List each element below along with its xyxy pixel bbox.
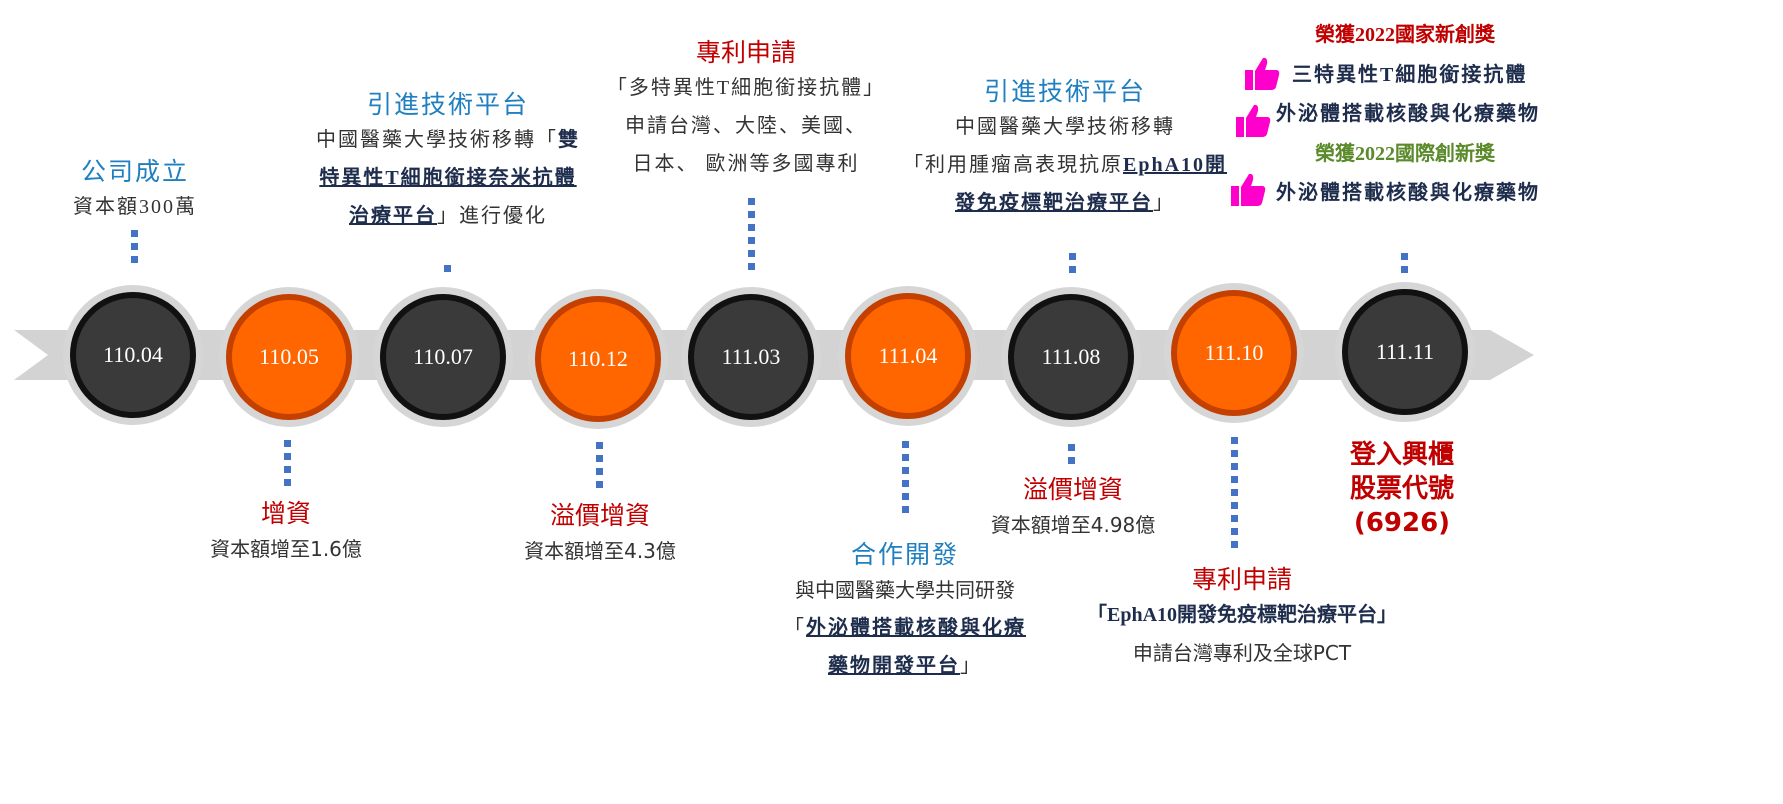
timeline-node-3: 110.07 bbox=[373, 287, 513, 427]
event-line-1: 「多特異性T細胞銜接抗體」 bbox=[606, 77, 886, 99]
event-patent-1: 專利申請 「多特異性T細胞銜接抗體」 申請台灣、大陸、美國、 日本、 歐洲等多國… bbox=[607, 33, 885, 183]
connector-10 bbox=[1401, 253, 1408, 279]
timeline-node-1: 110.04 bbox=[63, 285, 203, 425]
event-line-1: 中國醫藥大學技術移轉 bbox=[955, 116, 1175, 138]
event-tech-platform-2: 引進技術平台 中國醫藥大學技術移轉 「利用腫瘤高表現抗原EphA10開 發免疫標… bbox=[903, 72, 1227, 222]
node-date: 110.04 bbox=[70, 292, 196, 418]
event-line-3: 發免疫標靶治療平台」 bbox=[955, 192, 1175, 214]
event-line-3: 治療平台」進行優化 bbox=[349, 205, 547, 227]
event-line-3: 藥物開發平台」 bbox=[828, 655, 982, 677]
event-joint-development: 合作開發 與中國醫藥大學共同研發 「外泌體搭載核酸與化療 藥物開發平台」 bbox=[784, 535, 1026, 685]
award-national-title: 榮獲2022國家新創獎 bbox=[1315, 24, 1495, 46]
node-date: 110.12 bbox=[535, 296, 661, 422]
event-line-1: 「EphA10開發免疫標靶治療平台」 bbox=[1086, 604, 1398, 626]
event-title: 公司成立 bbox=[80, 157, 189, 186]
timeline-node-2: 110.05 bbox=[219, 287, 359, 427]
timeline-node-8: 111.10 bbox=[1164, 283, 1304, 423]
connector-2 bbox=[284, 440, 291, 492]
event-title: 溢價增資 bbox=[549, 501, 650, 530]
event-text: 資本額增至4.98億 bbox=[990, 513, 1156, 537]
connector-9 bbox=[1231, 437, 1238, 554]
award-national-item-2: 外泌體搭載核酸與化療藥物 bbox=[1276, 103, 1540, 125]
listing-line-2: 股票代號 bbox=[1349, 474, 1455, 504]
event-line-1: 中國醫藥大學技術移轉「雙 bbox=[316, 129, 580, 151]
event-text: 資本額增至4.3億 bbox=[524, 539, 676, 563]
event-line-2: 「外泌體搭載核酸與化療 bbox=[784, 617, 1026, 639]
event-line-2: 特異性T細胞銜接奈米抗體 bbox=[319, 167, 577, 189]
event-premium-capital-increase-1: 溢價增資 資本額增至4.3億 bbox=[524, 496, 676, 570]
event-text: 資本額增至1.6億 bbox=[210, 537, 362, 561]
event-line-2: 申請台灣、大陸、美國、 bbox=[625, 115, 867, 137]
connector-3 bbox=[444, 265, 451, 278]
event-company-founded: 公司成立 資本額300萬 bbox=[73, 152, 197, 226]
listing-line-1: 登入興櫃 bbox=[1349, 440, 1455, 470]
event-emerging-stock-listing: 登入興櫃 股票代號 (6926) bbox=[1350, 438, 1454, 540]
award-international-title: 榮獲2022國際創新獎 bbox=[1315, 143, 1495, 165]
timeline-node-4: 110.12 bbox=[528, 289, 668, 429]
node-date: 110.07 bbox=[380, 294, 506, 420]
timeline-node-5: 111.03 bbox=[681, 287, 821, 427]
event-title: 合作開發 bbox=[850, 540, 959, 569]
event-line-1: 與中國醫藥大學共同研發 bbox=[795, 578, 1015, 602]
event-tech-platform-1: 引進技術平台 中國醫藥大學技術移轉「雙 特異性T細胞銜接奈米抗體 治療平台」進行… bbox=[316, 85, 580, 235]
award-national-item-1: 三特異性T細胞銜接抗體 bbox=[1292, 64, 1528, 86]
timeline-node-9: 111.11 bbox=[1335, 282, 1475, 422]
node-date: 111.11 bbox=[1342, 289, 1468, 415]
event-line-3: 日本、 歐洲等多國專利 bbox=[632, 153, 860, 175]
award-international-item-1: 外泌體搭載核酸與化療藥物 bbox=[1276, 182, 1540, 204]
node-date: 111.10 bbox=[1171, 290, 1297, 416]
event-text: 資本額300萬 bbox=[73, 196, 197, 218]
event-line-2: 申請台灣專利及全球PCT bbox=[1132, 641, 1352, 665]
event-title: 增資 bbox=[260, 499, 311, 528]
timeline-node-6: 111.04 bbox=[838, 286, 978, 426]
connector-4 bbox=[596, 442, 603, 494]
event-title: 溢價增資 bbox=[1022, 475, 1123, 504]
event-title: 專利申請 bbox=[695, 38, 796, 67]
connector-5 bbox=[748, 198, 755, 276]
event-title: 專利申請 bbox=[1191, 565, 1292, 594]
node-date: 111.08 bbox=[1008, 294, 1134, 420]
node-date: 110.05 bbox=[226, 294, 352, 420]
thumbs-up-icon bbox=[1231, 173, 1266, 206]
connector-8 bbox=[1068, 444, 1075, 470]
connector-7 bbox=[1069, 253, 1076, 279]
connector-6 bbox=[902, 441, 909, 519]
event-title: 引進技術平台 bbox=[983, 77, 1146, 106]
event-premium-capital-increase-2: 溢價增資 資本額增至4.98億 bbox=[991, 470, 1156, 544]
node-date: 111.03 bbox=[688, 294, 814, 420]
event-patent-2: 專利申請 「EphA10開發免疫標靶治療平台」 申請台灣專利及全球PCT bbox=[1087, 560, 1397, 672]
event-capital-increase-1: 增資 資本額增至1.6億 bbox=[210, 494, 362, 568]
timeline-node-7: 111.08 bbox=[1001, 287, 1141, 427]
thumbs-up-icon bbox=[1245, 57, 1280, 90]
event-line-2: 「利用腫瘤高表現抗原EphA10開 bbox=[902, 154, 1228, 176]
stock-code: (6926) bbox=[1353, 508, 1451, 538]
event-title: 引進技術平台 bbox=[366, 90, 529, 119]
node-date: 111.04 bbox=[845, 293, 971, 419]
connector-1 bbox=[131, 230, 138, 269]
thumbs-up-icon bbox=[1236, 104, 1271, 137]
